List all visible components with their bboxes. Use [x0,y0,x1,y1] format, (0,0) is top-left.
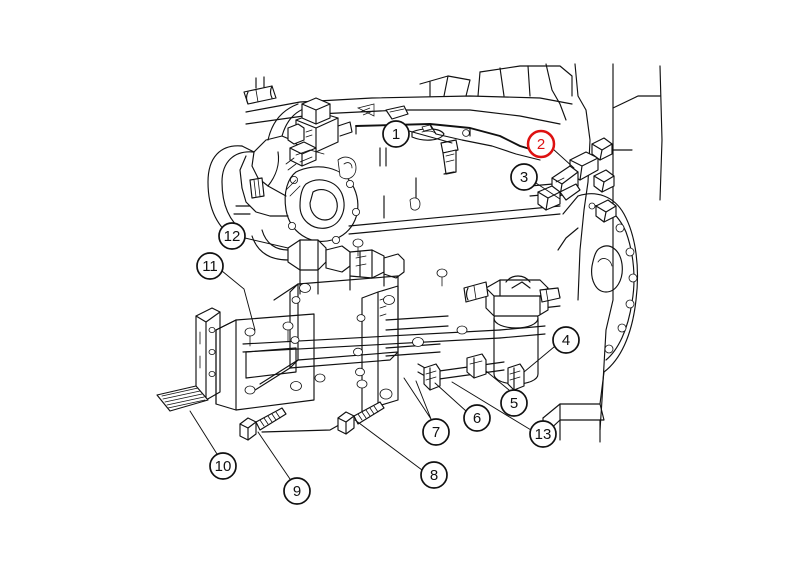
callout-label-11: 11 [202,258,218,275]
callout-13[interactable]: 13 [529,420,557,448]
leader-lines [189,130,575,480]
leader-line-4 [523,346,555,373]
callout-10[interactable]: 10 [209,452,237,480]
callout-12[interactable]: 12 [218,222,246,250]
callout-circle-13 [529,420,557,448]
leader-line-11 [221,270,256,331]
callout-circle-12 [218,222,246,250]
callout-label-6: 6 [473,410,481,427]
oil-drain-tube-12 [287,239,405,295]
callout-circle-10 [209,452,237,480]
callout-circle-4 [552,326,580,354]
leader-line-13 [451,381,532,431]
leader-line-7 [403,377,432,420]
callout-circle-9 [283,477,311,505]
leader-line-1 [408,130,453,144]
callout-label-4: 4 [562,332,570,349]
fittings-1-2-3 [337,137,617,223]
callout-label-10: 10 [215,458,232,475]
callout-1[interactable]: 1 [382,120,410,148]
callout-circle-8 [420,461,448,489]
callout-label-5: 5 [510,395,518,412]
callout-label-2: 2 [537,136,545,153]
callout-label-9: 9 [293,483,301,500]
oil-lines [242,205,561,381]
callout-circle-5 [500,389,528,417]
callout-circle-3 [510,163,538,191]
callout-2[interactable]: 2 [526,129,556,159]
callout-8[interactable]: 8 [420,461,448,489]
callout-3[interactable]: 3 [510,163,538,191]
leader-line-6 [434,382,467,412]
callout-label-3: 3 [520,169,528,186]
center-bracket-structure [251,238,487,433]
callout-circle-7 [422,418,450,446]
callout-circle-6 [463,404,491,432]
leader-line-2 [552,148,575,169]
callout-4[interactable]: 4 [552,326,580,354]
callout-6[interactable]: 6 [463,404,491,432]
hex-bolt-9 [239,407,287,441]
identification-plate-10 [156,385,209,412]
leader-line-10 [189,410,218,455]
callout-label-1: 1 [392,126,400,143]
callout-circle-11 [196,252,224,280]
callout-label-8: 8 [430,467,438,484]
callout-label-13: 13 [535,426,552,443]
oil-filter-assembly [463,275,561,391]
callout-5[interactable]: 5 [500,389,528,417]
leader-line-12 [244,237,289,249]
hex-bolt-8 [337,401,385,435]
callout-circle-2 [526,129,556,159]
turbocharger-assembly [207,76,360,261]
callout-label-12: 12 [224,228,241,245]
leader-line-3 [535,182,561,200]
leader-line-8 [354,419,423,471]
callout-7[interactable]: 7 [422,418,450,446]
leader-line-9 [257,431,291,480]
callout-9[interactable]: 9 [283,477,311,505]
callout-label-7: 7 [432,424,440,441]
mounting-plate-11 [195,307,315,411]
callout-circle-1 [382,120,410,148]
callout-11[interactable]: 11 [196,252,224,280]
leader-line-5 [485,370,510,391]
